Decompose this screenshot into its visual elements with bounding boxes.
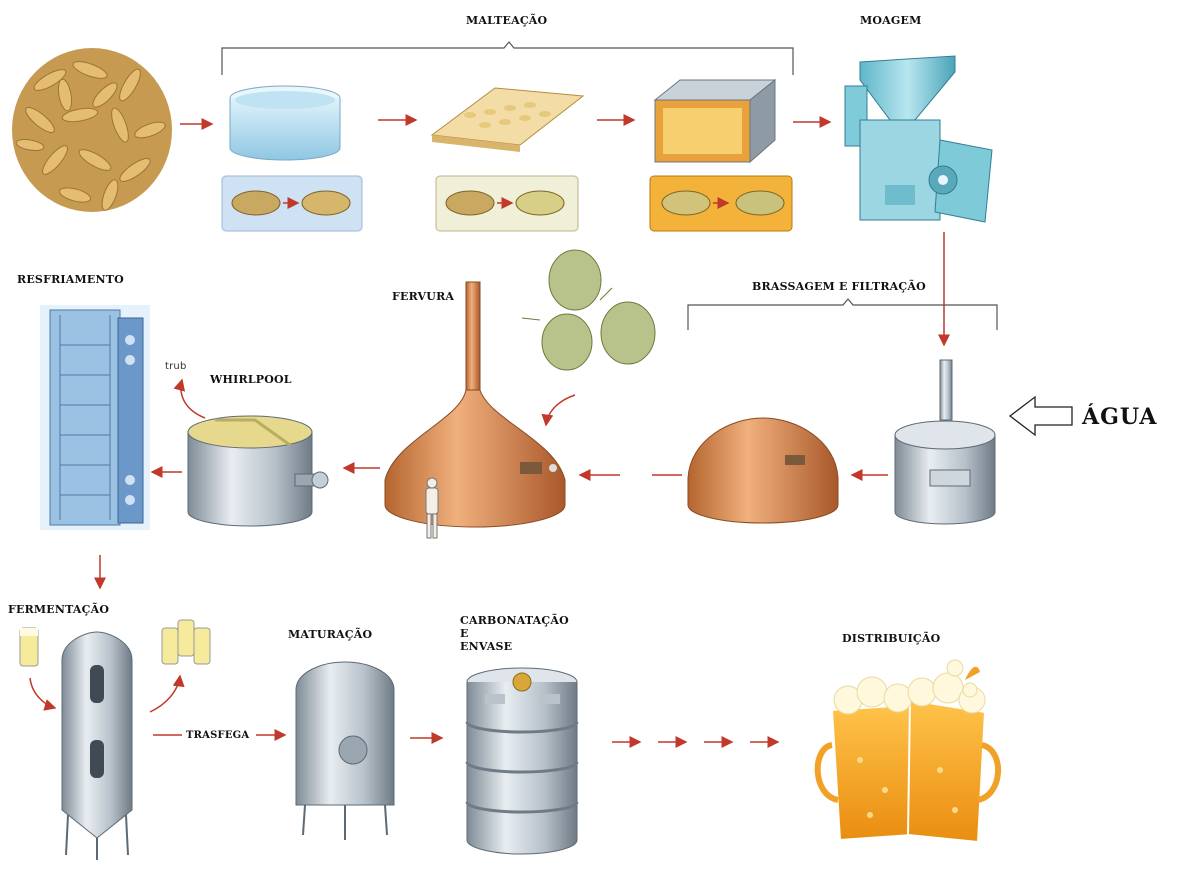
glasses-group-icon — [162, 620, 210, 664]
malt-grains-icon — [12, 48, 172, 212]
label-fermentacao: FERMENTAÇÃO — [8, 603, 109, 616]
label-resfriamento: RESFRIAMENTO — [17, 273, 124, 286]
label-carbonatacao-line2: ENVASE — [460, 640, 570, 653]
label-moagem: MOAGEM — [860, 14, 921, 27]
maturation-tank-icon — [296, 662, 394, 840]
heat-exchanger-icon — [40, 305, 150, 530]
germination-bed-icon — [432, 88, 583, 152]
glass-out-arrow — [150, 676, 180, 712]
trub-arrow — [181, 380, 205, 418]
label-trasfega: TRASFEGA — [186, 729, 249, 742]
brassagem-brace — [688, 299, 997, 330]
hops-icon — [522, 250, 655, 370]
glass-in-arrow — [30, 678, 55, 708]
label-maturacao: MATURAÇÃO — [288, 628, 372, 641]
kiln-icon — [655, 80, 775, 162]
label-brassagem: BRASSAGEM E FILTRAÇÃO — [752, 280, 926, 293]
fermentation-tank-icon — [62, 632, 132, 860]
label-fervura: FERVURA — [392, 290, 454, 303]
kilning-grain-panel — [650, 176, 792, 231]
label-carbonatacao-line1: CARBONATAÇÃO E — [460, 614, 570, 640]
hops-arrow — [546, 395, 575, 425]
boil-kettle-icon — [385, 282, 565, 527]
lauter-tun-icon — [688, 418, 838, 523]
label-carbonatacao: CARBONATAÇÃO E ENVASE — [460, 614, 570, 653]
whirlpool-tank-icon — [188, 416, 328, 526]
label-distribuicao: DISTRIBUIÇÃO — [842, 632, 940, 645]
label-whirlpool: WHIRLPOOL — [210, 373, 292, 386]
water-arrow-icon — [1010, 397, 1072, 435]
steeping-grain-panel — [222, 176, 362, 231]
malteacao-brace — [222, 42, 793, 75]
mill-icon — [845, 56, 992, 222]
keg-icon — [467, 668, 577, 854]
steeping-tank-icon — [230, 86, 340, 160]
germination-grain-panel — [436, 176, 578, 231]
mash-tun-icon — [895, 360, 995, 524]
label-malteacao: MALTEAÇÃO — [466, 14, 547, 27]
label-trub: trub — [165, 360, 187, 373]
glass-icon — [20, 628, 38, 666]
label-agua: ÁGUA — [1082, 404, 1157, 430]
beer-mugs-icon — [818, 660, 998, 842]
